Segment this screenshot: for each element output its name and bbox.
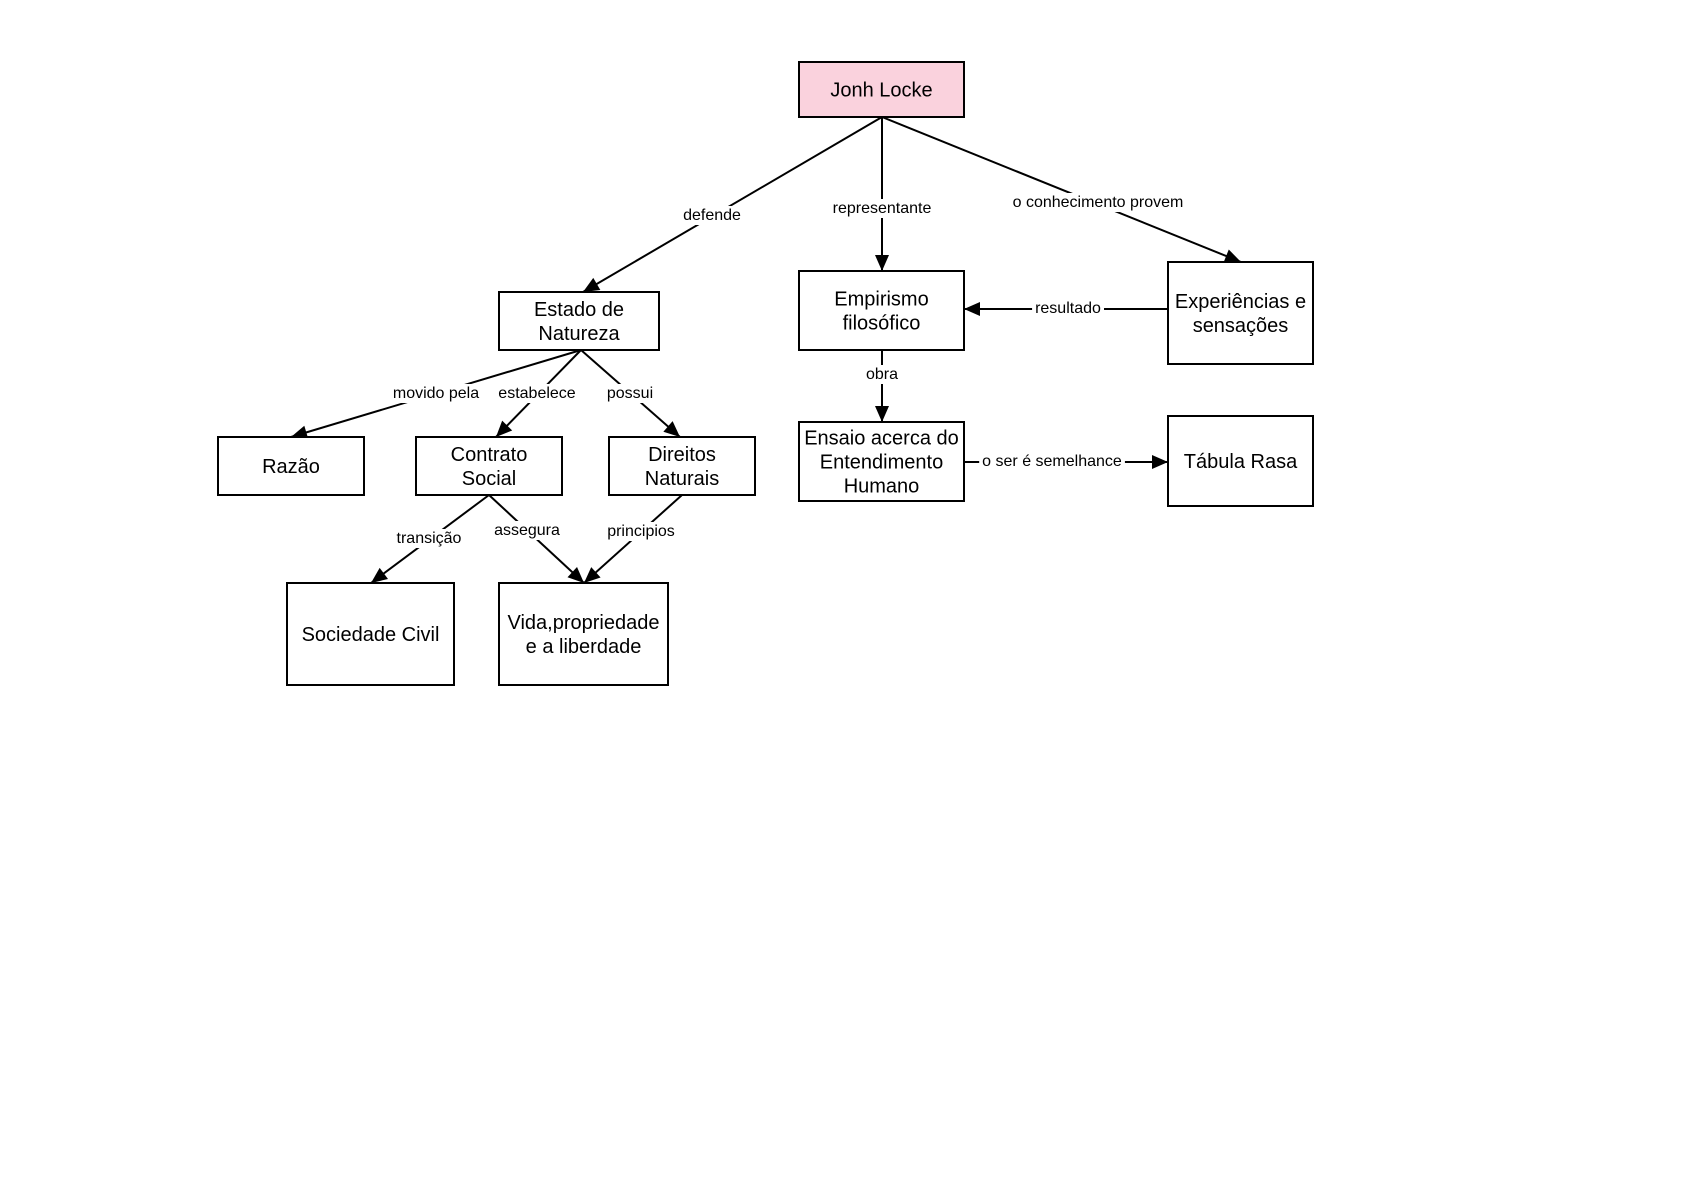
node-label-line: Tábula Rasa	[1184, 451, 1298, 473]
edge-label-text: principios	[607, 523, 675, 540]
edge-o-conhecimento-provem	[881, 116, 1242, 263]
node-razao: Razão	[217, 436, 365, 496]
edge-label-text: resultado	[1035, 300, 1101, 317]
edge-label-text: representante	[833, 200, 932, 217]
node-jonh-locke: Jonh Locke	[798, 61, 965, 118]
node-label-line: Empirismo	[834, 289, 928, 311]
node-label-line: Direitos	[648, 444, 716, 466]
node-box	[1167, 261, 1314, 365]
edge-label-resultado: resultado	[1032, 299, 1105, 318]
edge-label-background	[495, 384, 579, 403]
edge-labels-layer: defende representante o conhecimento prove…	[389, 193, 1187, 548]
node-label-line: Entendimento	[820, 452, 943, 474]
edge-label-background	[829, 199, 935, 218]
edge-label-background	[1009, 193, 1187, 212]
arrowhead-icon	[663, 421, 680, 437]
node-label-line: Ensaio acerca do	[804, 428, 959, 450]
edge-label-text: defende	[683, 207, 741, 224]
node-label-line: Naturais	[645, 468, 719, 490]
node-box	[798, 421, 965, 502]
arrowhead-icon	[1223, 249, 1241, 263]
node-label-line: filosófico	[843, 313, 921, 335]
edge-label-movido-pela: movido pela	[389, 384, 483, 403]
node-box	[1167, 415, 1314, 507]
edge-label-background	[603, 384, 657, 403]
node-label-line: Jonh Locke	[830, 80, 932, 102]
edge-label-assegura: assegura	[491, 521, 564, 540]
edge-label-obra: obra	[862, 365, 902, 384]
node-label-line: Sociedade Civil	[302, 624, 440, 646]
edge-label-background	[491, 521, 564, 540]
node-box	[498, 582, 669, 686]
arrowhead-icon	[496, 420, 513, 437]
node-box	[498, 291, 660, 351]
arrowhead-icon	[875, 255, 889, 271]
edge-line	[881, 116, 1242, 263]
edges-layer	[290, 116, 1242, 584]
node-label-line: Estado de	[534, 299, 624, 321]
edge-label-text: estabelece	[498, 385, 575, 402]
edge-obra	[875, 350, 889, 422]
node-box	[217, 436, 365, 496]
edge-defende	[582, 116, 883, 293]
edge-label-possui: possui	[603, 384, 657, 403]
edge-label-text: assegura	[494, 522, 560, 539]
node-tabula-rasa: Tábula Rasa	[1167, 415, 1314, 507]
edge-label-background	[389, 384, 483, 403]
edge-label-background	[862, 365, 902, 384]
edge-label-background	[604, 522, 678, 541]
node-label-line: Humano	[844, 476, 920, 498]
edge-label-estabelece: estabelece	[495, 384, 579, 403]
edge-label-text: transição	[397, 530, 462, 547]
arrowhead-icon	[583, 277, 601, 292]
edge-label-transicao: transição	[393, 529, 465, 548]
node-label-line: Social	[462, 468, 516, 490]
node-box	[798, 61, 965, 118]
edge-label-background	[680, 206, 745, 225]
node-label-line: Contrato	[451, 444, 528, 466]
arrowhead-icon	[875, 406, 889, 422]
edge-label-background	[1032, 299, 1105, 318]
node-label-line: e a liberdade	[526, 636, 642, 658]
node-box	[798, 270, 965, 351]
edge-line	[582, 116, 883, 293]
edge-label-text: possui	[607, 385, 653, 402]
edge-label-text: movido pela	[393, 385, 479, 402]
edge-label-o-ser-e-semelhance: o ser é semelhance	[979, 452, 1125, 471]
arrowhead-icon	[1152, 455, 1168, 469]
edge-label-text: o conhecimento provem	[1013, 194, 1184, 211]
edge-label-o-conhecimento-provem: o conhecimento provem	[1009, 193, 1187, 212]
node-label-line: Vida,propriedade	[508, 612, 660, 634]
edge-label-background	[979, 452, 1125, 471]
edge-label-text: obra	[866, 366, 898, 383]
node-label-line: Natureza	[538, 323, 620, 345]
arrowhead-icon	[291, 425, 309, 440]
arrowhead-icon	[567, 566, 584, 583]
node-label-line: Experiências e	[1175, 291, 1306, 313]
arrowhead-icon	[964, 302, 980, 316]
arrowhead-icon	[371, 567, 389, 583]
node-box	[286, 582, 455, 686]
edge-label-text: o ser é semelhance	[982, 453, 1122, 470]
node-label-line: Razão	[262, 456, 320, 478]
node-sociedade-civil: Sociedade Civil	[286, 582, 455, 686]
edge-label-representante: representante	[829, 199, 935, 218]
edge-representante	[875, 117, 889, 271]
edge-label-background	[393, 529, 465, 548]
edge-label-defende: defende	[680, 206, 745, 225]
node-box	[415, 436, 563, 496]
edge-label-principios: principios	[604, 522, 678, 541]
node-box	[608, 436, 756, 496]
node-label-line: sensações	[1193, 315, 1289, 337]
arrowhead-icon	[584, 567, 601, 583]
